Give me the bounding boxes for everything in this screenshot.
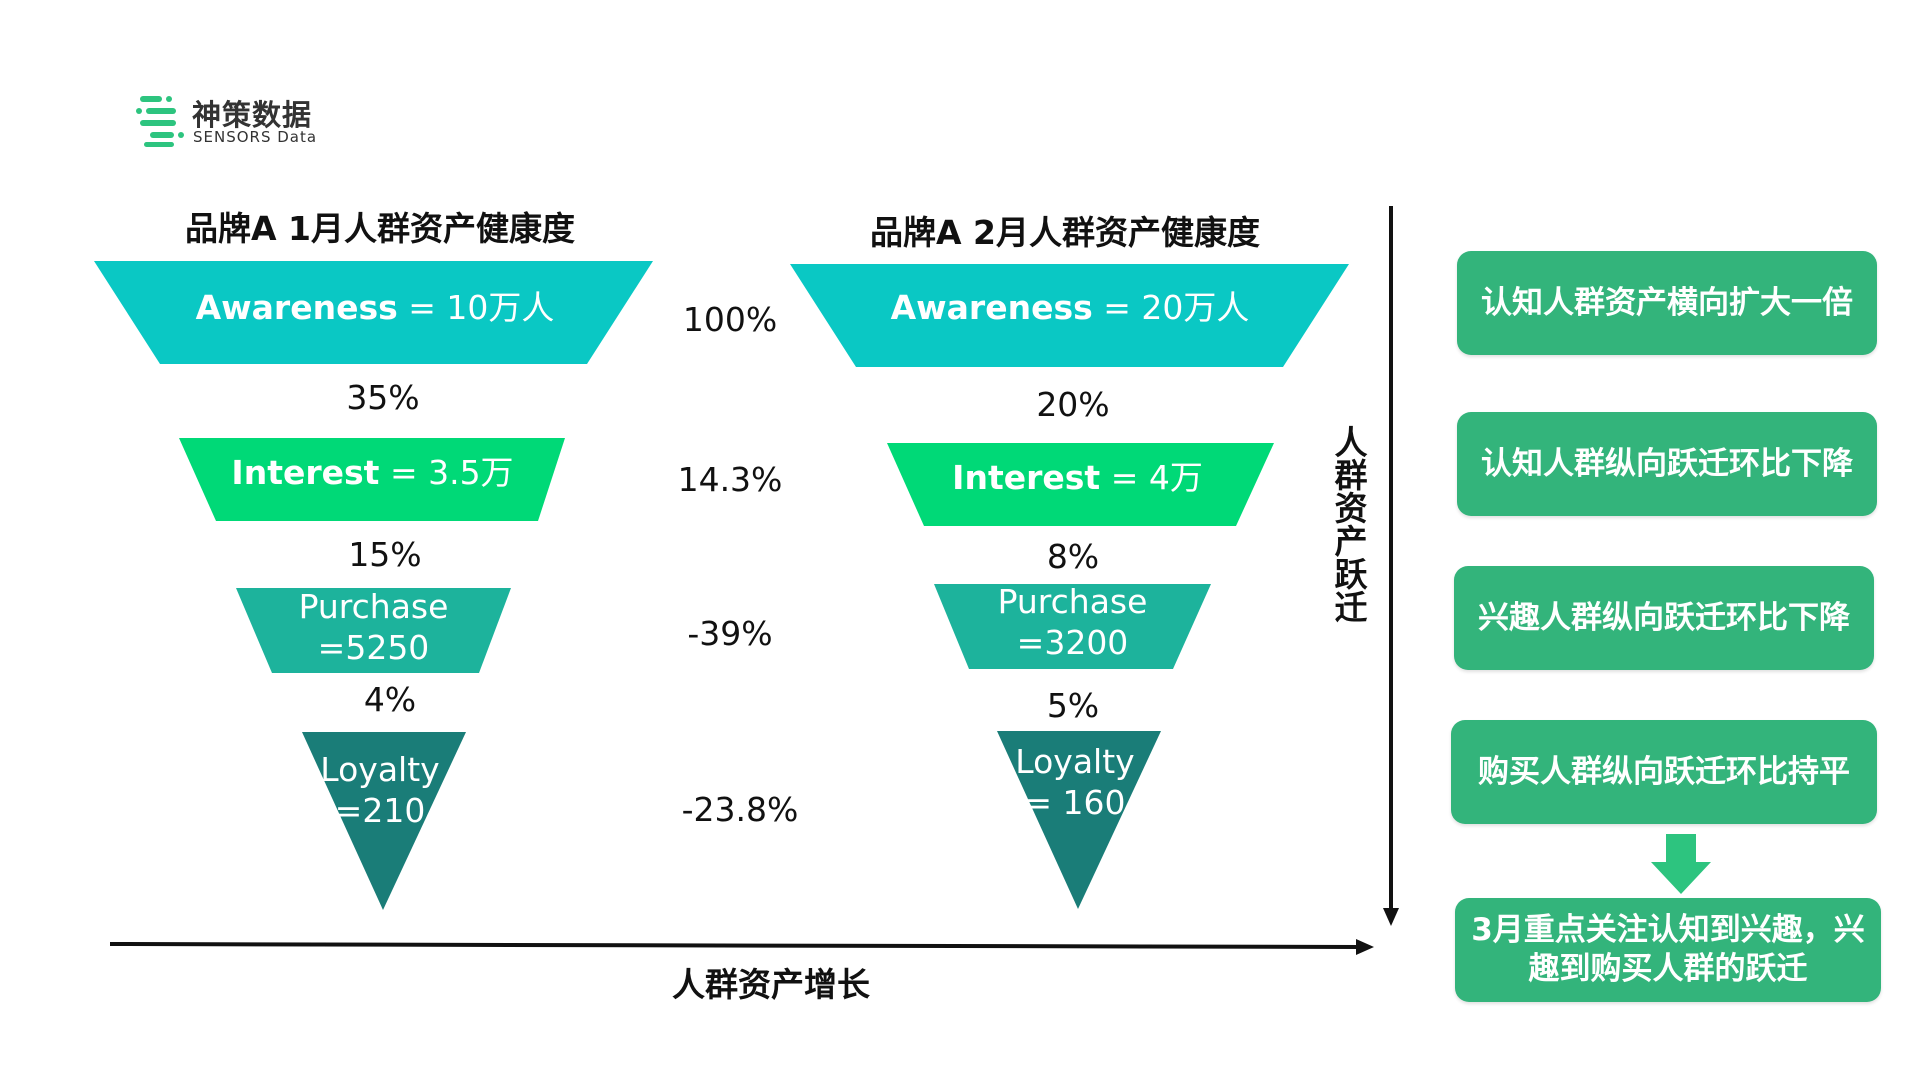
stage-name: Awareness <box>195 288 398 328</box>
jan-interest-shape <box>179 438 565 521</box>
jan-conversion-1: 35% <box>346 378 420 417</box>
stage-name: Loyalty <box>1015 741 1135 781</box>
logo: 神策数据 SENSORS Data <box>136 92 336 152</box>
feb-conversion-3: 5% <box>1046 686 1100 725</box>
stage-value: = 10万人 <box>408 288 555 328</box>
jan-stage-awareness: Awareness = 10万人 <box>160 268 590 348</box>
stage-value: = 20万人 <box>1103 288 1250 328</box>
feb-purchase-shape <box>934 584 1211 669</box>
change-purchase: -39% <box>687 614 773 653</box>
growth-axis-line <box>109 942 1361 949</box>
change-loyalty: -23.8% <box>681 790 799 829</box>
stage-name: Interest <box>231 453 380 493</box>
jan-stage-loyalty: Loyalty =210 <box>300 748 460 832</box>
stage-name: Loyalty <box>320 749 440 789</box>
jan-loyalty-shape <box>302 732 466 910</box>
jan-conversion-3: 4% <box>363 680 417 719</box>
feb-stage-interest: Interest = 4万 <box>885 445 1270 511</box>
stage-value: =210 <box>334 791 426 830</box>
stage-value: = 4万 <box>1110 458 1203 498</box>
stage-name: Awareness <box>890 288 1093 328</box>
feb-stage-purchase: Purchase =3200 <box>934 580 1211 664</box>
stage-name: Purchase <box>997 581 1148 621</box>
stage-value: = 3.5万 <box>389 453 514 493</box>
change-interest: 14.3% <box>677 460 783 499</box>
feb-conversion-2: 8% <box>1046 537 1100 576</box>
feb-interest-shape <box>887 443 1274 526</box>
stage-name: Purchase <box>298 586 449 626</box>
feb-stage-awareness: Awareness = 20万人 <box>860 268 1280 348</box>
feb-conversion-1: 20% <box>1036 385 1110 424</box>
feb-loyalty-shape <box>997 731 1161 909</box>
migration-axis-arrowhead <box>1383 908 1399 926</box>
jan-conversion-2: 15% <box>348 535 422 574</box>
sensors-logo-icon <box>136 96 184 147</box>
change-awareness: 100% <box>682 300 778 339</box>
jan-awareness-shape <box>94 261 653 364</box>
growth-axis-arrowhead <box>1356 939 1374 955</box>
feb-stage-loyalty: Loyalty = 160 <box>995 740 1155 824</box>
down-arrow-icon <box>1651 834 1711 894</box>
stage-value: =3200 <box>1016 623 1129 662</box>
insight-note-conclusion: 3月重点关注认知到兴趣，兴趣到购买人群的跃迁 <box>1455 898 1881 1002</box>
jan-stage-interest: Interest = 3.5万 <box>180 440 565 506</box>
stage-name: Interest <box>952 458 1101 498</box>
insight-note-4: 购买人群纵向跃迁环比持平 <box>1451 720 1877 824</box>
migration-axis-label: 人群资产跃迁 <box>1329 425 1368 623</box>
growth-axis-label: 人群资产增长 <box>672 965 870 1004</box>
stage-value: = 160 <box>1024 783 1126 822</box>
logo-name-cn: 神策数据 <box>192 98 313 132</box>
insight-note-2: 认知人群纵向跃迁环比下降 <box>1457 412 1877 516</box>
jan-funnel-title: 品牌A 1月人群资产健康度 <box>185 209 575 248</box>
insight-note-1: 认知人群资产横向扩大一倍 <box>1457 251 1877 355</box>
feb-awareness-shape <box>790 264 1349 367</box>
logo-name-en: SENSORS Data <box>193 128 318 146</box>
insight-note-3: 兴趣人群纵向跃迁环比下降 <box>1454 566 1874 670</box>
feb-funnel-title: 品牌A 2月人群资产健康度 <box>870 213 1260 252</box>
stage-value: =5250 <box>317 628 430 667</box>
jan-purchase-shape <box>236 588 511 673</box>
jan-stage-purchase: Purchase =5250 <box>236 585 511 669</box>
